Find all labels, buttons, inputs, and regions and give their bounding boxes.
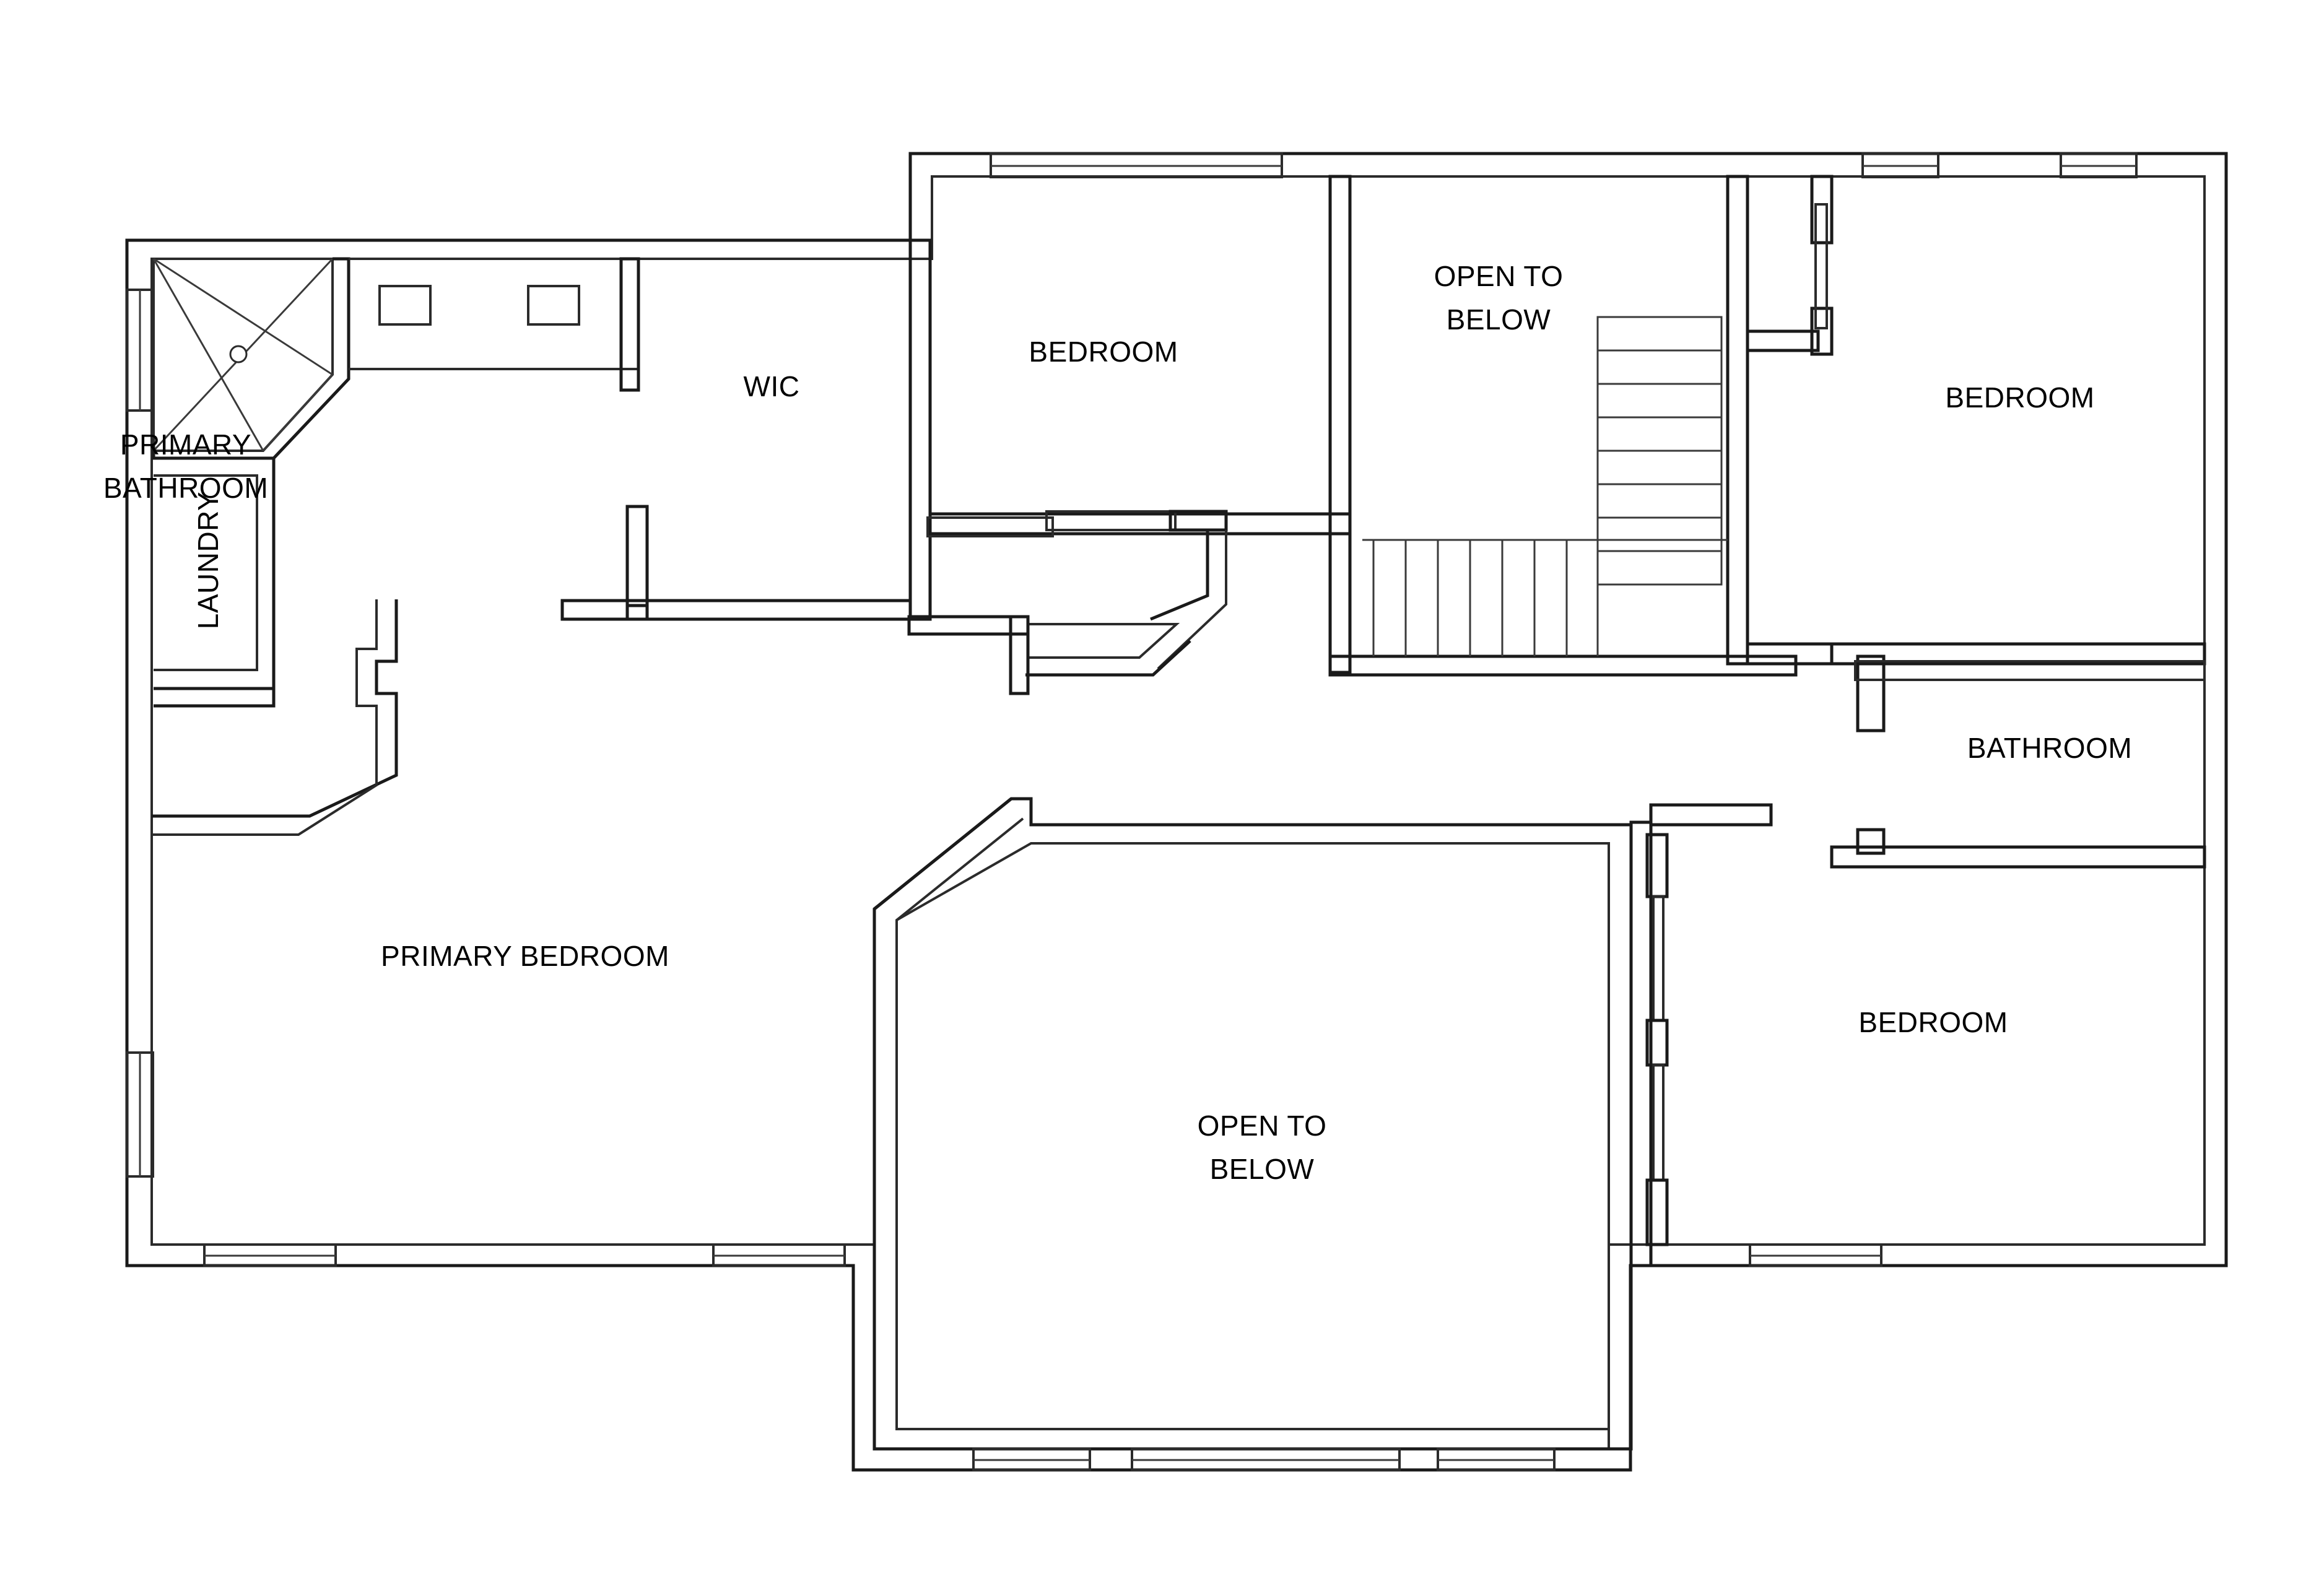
stair-treads (1596, 316, 1723, 586)
window-bottom-void-a (972, 1448, 1091, 1471)
window-left-upper (126, 289, 154, 412)
window-bottom-primary-bedroom-b (712, 1243, 846, 1267)
label-bathroom: BATHROOM (1967, 732, 2132, 764)
label-primary-bathroom-line1: PRIMARY (120, 428, 251, 461)
label-open-to-below-lower-line1: OPEN TO (1198, 1110, 1327, 1142)
room-label-group: PRIMARY BATHROOM LAUNDRY WIC BEDROOM OPE… (103, 260, 2132, 1185)
open-to-below-lower-void (873, 797, 1633, 1451)
window-top-bedroom-right-a (1861, 152, 1939, 178)
label-primary-bathroom-line2: BATHROOM (103, 472, 268, 504)
window-bottom-void-b (1131, 1448, 1401, 1471)
window-top-bedroom-center (990, 152, 1283, 178)
bathroom-vanity-right (1854, 660, 2206, 681)
bedroom-top-right-closet (1746, 175, 1834, 666)
shower-drain-icon (229, 345, 248, 363)
label-bedroom-top-center: BEDROOM (1029, 336, 1178, 368)
sink-basin-left-icon (378, 285, 432, 326)
label-bedroom-bottom-right: BEDROOM (1858, 1006, 2008, 1038)
window-left-lower (126, 1051, 154, 1178)
label-bedroom-top-right: BEDROOM (1945, 381, 2094, 414)
label-open-to-below-upper-line1: OPEN TO (1434, 260, 1564, 292)
label-laundry: LAUNDRY (192, 492, 224, 630)
double-vanity-counter (349, 257, 640, 392)
window-bottom-void-c (1437, 1448, 1556, 1471)
stair-balusters (1362, 539, 1728, 656)
window-bottom-bedroom-right (1749, 1243, 1882, 1267)
shower-enclosure-wall (152, 257, 350, 460)
laundry-room-walls (154, 456, 276, 708)
label-open-to-below-lower-line2: BELOW (1210, 1153, 1315, 1185)
bathroom-lower-wall (1830, 828, 2206, 869)
primary-bathroom-angled-wall (152, 599, 398, 836)
window-bottom-primary-bedroom-a (203, 1243, 337, 1267)
label-open-to-below-upper-line2: BELOW (1447, 303, 1551, 336)
wic-bedroom-partition (908, 238, 932, 621)
bedroom-closet-detail (907, 510, 1228, 695)
bedroom-bottom-right-door (1645, 833, 1669, 1246)
window-top-bedroom-right-b (2060, 152, 2138, 178)
corner-shower-fixture (152, 258, 334, 452)
sink-basin-right-icon (527, 285, 580, 326)
label-wic: WIC (744, 370, 800, 402)
label-primary-bedroom: PRIMARY BEDROOM (381, 940, 669, 972)
